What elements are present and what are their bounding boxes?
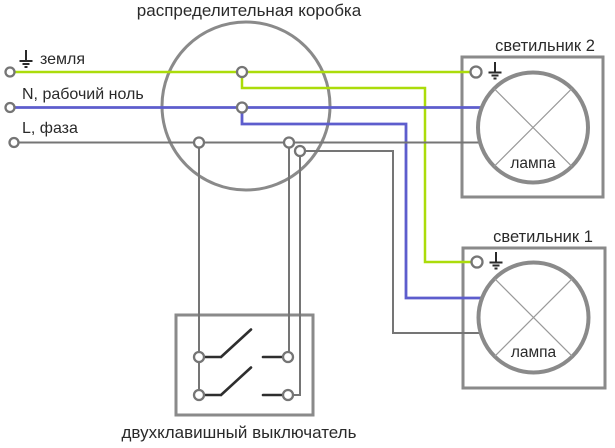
- phase-wires: [10, 141, 482, 396]
- phase-wire-to-fixture-1: [300, 150, 482, 334]
- terminal-junction-phase-supply: [192, 136, 206, 149]
- phase-label: L, фаза: [22, 120, 78, 137]
- lamp-cross-lines: [493, 88, 573, 357]
- phase-wire-switch-key2-return: [293, 151, 301, 396]
- terminal-junction-phase-key2: [293, 144, 307, 158]
- labels: распределительная коробка земля N, рабоч…: [22, 1, 595, 442]
- lamp-1-label: лампа: [511, 344, 557, 361]
- lamp-1-cross-icon: [494, 278, 573, 357]
- fixture-1-label: светильник 1: [493, 228, 593, 246]
- terminal-junction-phase-key1: [282, 136, 296, 149]
- terminal-neutral-input: [4, 101, 16, 114]
- neutral-wires: [10, 106, 483, 300]
- ground-label: земля: [40, 51, 85, 68]
- terminal-switch-common-1: [192, 350, 206, 364]
- switch-contacts: [203, 328, 285, 397]
- fixture-2-label: светильник 2: [495, 37, 595, 55]
- terminal-switch-out-2: [281, 388, 295, 402]
- lamps: [476, 70, 591, 375]
- terminal-fixture-2-ground: [469, 65, 483, 79]
- terminal-switch-out-1: [281, 350, 295, 364]
- terminal-ground-input: [4, 66, 16, 78]
- neutral-wire-branch-fixture-1: [240, 107, 483, 300]
- earth-ground-icon: [489, 252, 503, 270]
- distribution-box-label: распределительная коробка: [137, 1, 362, 20]
- terminal-switch-common-2: [192, 388, 206, 402]
- distribution-box-circle: [160, 20, 332, 192]
- earth-ground-icon: [488, 62, 502, 80]
- switch-key-1-contact: [203, 328, 285, 359]
- earth-ground-icon: [19, 50, 33, 68]
- terminal-junction-ground: [235, 65, 249, 79]
- terminal-junction-neutral: [235, 101, 249, 114]
- switch-label: двухклавишный выключатель: [122, 423, 357, 442]
- ground-wire-branch-fixture-1: [240, 72, 476, 264]
- terminals: [4, 65, 484, 402]
- ground-symbols: [19, 50, 503, 270]
- terminal-phase-input: [8, 136, 20, 149]
- neutral-label: N, рабочий ноль: [22, 86, 144, 103]
- switch-key-2-contact: [203, 366, 285, 397]
- lamp-2-label: лампа: [510, 155, 556, 172]
- lamp-2-cross-icon: [493, 88, 573, 167]
- terminal-fixture-1-ground: [470, 255, 484, 269]
